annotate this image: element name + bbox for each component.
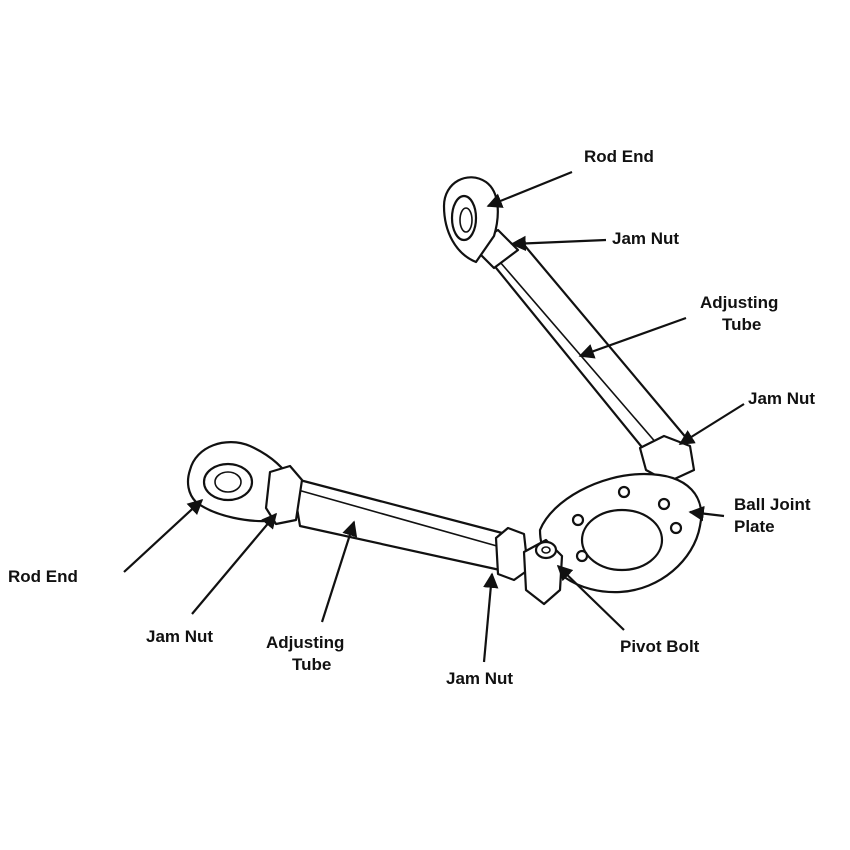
arrow-jam-nut-left <box>191 512 277 615</box>
upper-jam-nut-plate <box>638 434 696 484</box>
label-ball-joint-plate-2: Plate <box>734 517 775 536</box>
pivot-bolt <box>522 538 564 606</box>
arrow-rod-end-left <box>123 498 204 573</box>
label-adjusting-tube-left: Adjusting <box>266 633 344 652</box>
arrow-adjusting-left <box>320 520 358 623</box>
upper-rod-end <box>442 176 499 264</box>
label-jam-nut-bottom: Jam Nut <box>446 669 513 688</box>
label-ball-joint-plate: Ball Joint <box>734 495 811 514</box>
label-adjusting-tube-top-2: Tube <box>722 315 761 334</box>
label-adjusting-tube-left-2: Tube <box>292 655 331 674</box>
label-rod-end-left: Rod End <box>8 567 78 586</box>
upper-adjusting-tube <box>486 238 690 464</box>
arrow-jam-nut-right <box>678 403 745 445</box>
ball-joint-plate <box>538 472 703 594</box>
lower-adjusting-tube <box>290 476 508 572</box>
label-jam-nut-left: Jam Nut <box>146 627 213 646</box>
label-pivot-bolt: Pivot Bolt <box>620 637 700 656</box>
arrow-pivot-bolt <box>556 564 625 631</box>
arrow-jam-nut-bottom <box>482 572 499 663</box>
arrow-jam-nut-top <box>510 235 607 252</box>
lower-jam-nut-rod-end <box>264 464 304 526</box>
lower-rod-end <box>186 441 292 523</box>
arrow-rod-end-top <box>486 170 573 208</box>
label-adjusting-tube-top: Adjusting <box>700 293 778 312</box>
label-jam-nut-top: Jam Nut <box>612 229 679 248</box>
arrow-adjusting-top <box>578 316 687 359</box>
label-rod-end-top: Rod End <box>584 147 654 166</box>
arrow-ball-joint <box>688 505 725 522</box>
label-jam-nut-right: Jam Nut <box>748 389 815 408</box>
